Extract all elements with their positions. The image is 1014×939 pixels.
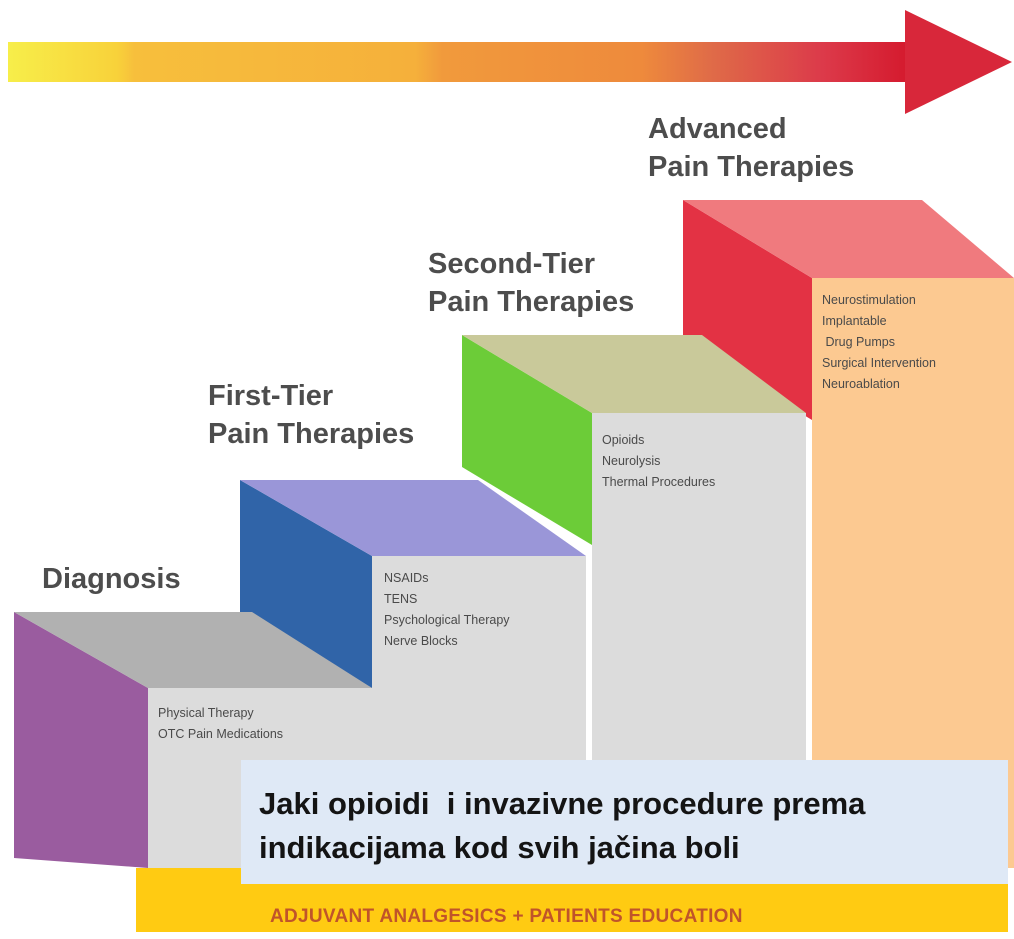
diagnosis-heading-line-1: Diagnosis <box>42 563 181 595</box>
second-tier-heading-line-1: Second-Tier <box>428 248 596 280</box>
advanced-item: Drug Pumps <box>822 335 895 349</box>
advanced-item: Surgical Intervention <box>822 356 936 370</box>
first-tier-item: NSAIDs <box>384 571 429 585</box>
second-tier-item: Neurolysis <box>602 454 661 468</box>
second-tier-item: Thermal Procedures <box>602 475 716 489</box>
advanced-top-face <box>683 200 1014 278</box>
advanced-side-face <box>683 200 812 420</box>
callout-box: Jaki opioidi i invazivne procedure prema… <box>241 760 1008 884</box>
diagnosis-items: Physical Therapy OTC Pain Medications <box>158 703 283 745</box>
second-tier-heading-line-2: Pain Therapies <box>428 286 635 318</box>
progression-arrow <box>8 10 1012 114</box>
second-tier-side-face <box>462 335 592 545</box>
advanced-heading-line-2: Pain Therapies <box>648 151 855 183</box>
advanced-heading: Advanced Pain Therapies <box>648 110 854 186</box>
diagnosis-item: Physical Therapy <box>158 706 254 720</box>
diagnosis-top-face <box>14 612 372 688</box>
first-tier-top-face <box>240 480 586 556</box>
arrow-head <box>905 10 1012 114</box>
first-tier-item: Psychological Therapy <box>384 613 510 627</box>
callout-line-2: indikacijama kod svih jačina boli <box>259 830 740 865</box>
first-tier-heading-line-2: Pain Therapies <box>208 418 415 450</box>
first-tier-item: Nerve Blocks <box>384 634 458 648</box>
advanced-heading-line-1: Advanced <box>648 113 787 145</box>
second-tier-heading: Second-Tier Pain Therapies <box>428 245 634 321</box>
first-tier-heading-line-1: First-Tier <box>208 380 334 412</box>
second-tier-items: Opioids Neurolysis Thermal Procedures <box>602 430 715 493</box>
second-tier-item: Opioids <box>602 433 645 447</box>
advanced-item: Neuroablation <box>822 377 900 391</box>
diagnosis-side-face <box>14 612 148 868</box>
callout-line-1: Jaki opioidi i invazivne procedure prema <box>259 786 866 821</box>
first-tier-side-face <box>240 480 372 688</box>
advanced-item: Implantable <box>822 314 887 328</box>
advanced-item: Neurostimulation <box>822 293 916 307</box>
adjuvant-band-label: ADJUVANT ANALGESICS + PATIENTS EDUCATION <box>270 906 743 927</box>
first-tier-heading: First-Tier Pain Therapies <box>208 377 414 453</box>
diagnosis-item: OTC Pain Medications <box>158 727 284 741</box>
diagnosis-heading: Diagnosis <box>42 560 181 598</box>
second-tier-top-face <box>462 335 806 413</box>
first-tier-item: TENS <box>384 592 418 606</box>
advanced-items: Neurostimulation Implantable Drug Pumps … <box>822 290 936 395</box>
arrow-shaft <box>8 42 913 82</box>
first-tier-items: NSAIDs TENS Psychological Therapy Nerve … <box>384 568 510 652</box>
